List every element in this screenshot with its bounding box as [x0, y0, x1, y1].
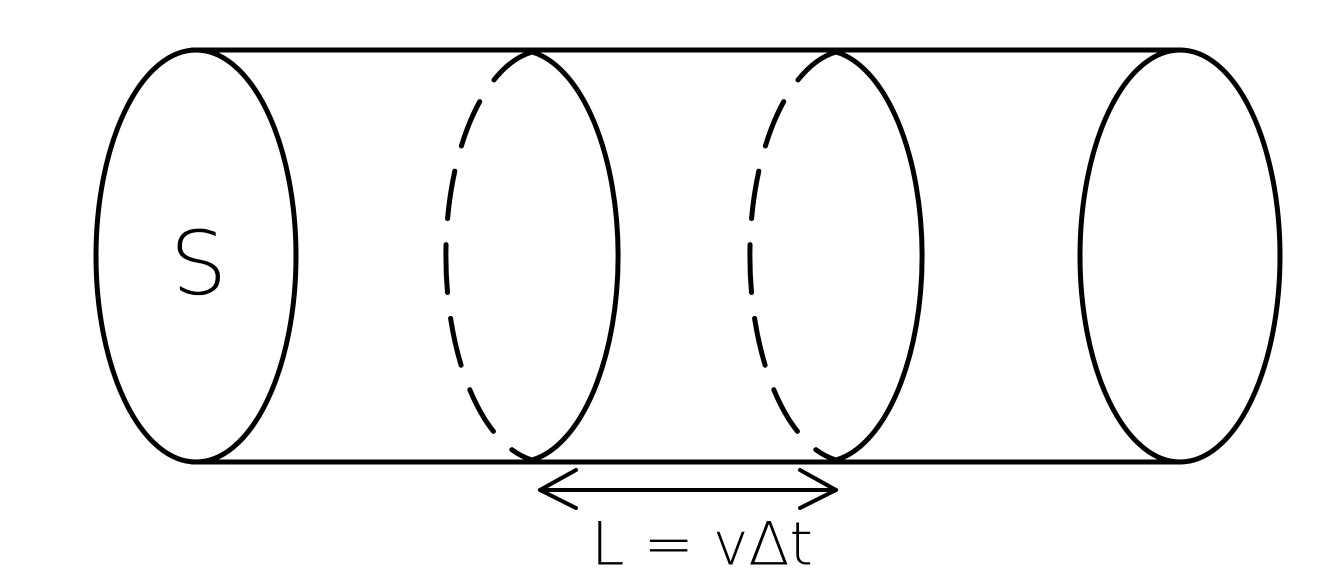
cross-section-end — [747, 49, 925, 463]
cross-section-start-front — [529, 49, 621, 463]
surface-label: S — [168, 211, 229, 317]
length-label: L = vΔt — [591, 510, 813, 580]
cross-section-end-front — [833, 49, 925, 463]
cross-section-start-back — [443, 49, 535, 463]
length-arrow — [538, 468, 838, 510]
length-arrow-right-head — [798, 468, 838, 510]
right-end-face — [1077, 47, 1283, 465]
cross-section-start — [443, 49, 621, 463]
cylinder-body — [189, 47, 1185, 465]
length-arrow-left-head — [538, 468, 578, 510]
left-end-face — [93, 47, 299, 465]
cross-section-end-back — [747, 49, 839, 463]
